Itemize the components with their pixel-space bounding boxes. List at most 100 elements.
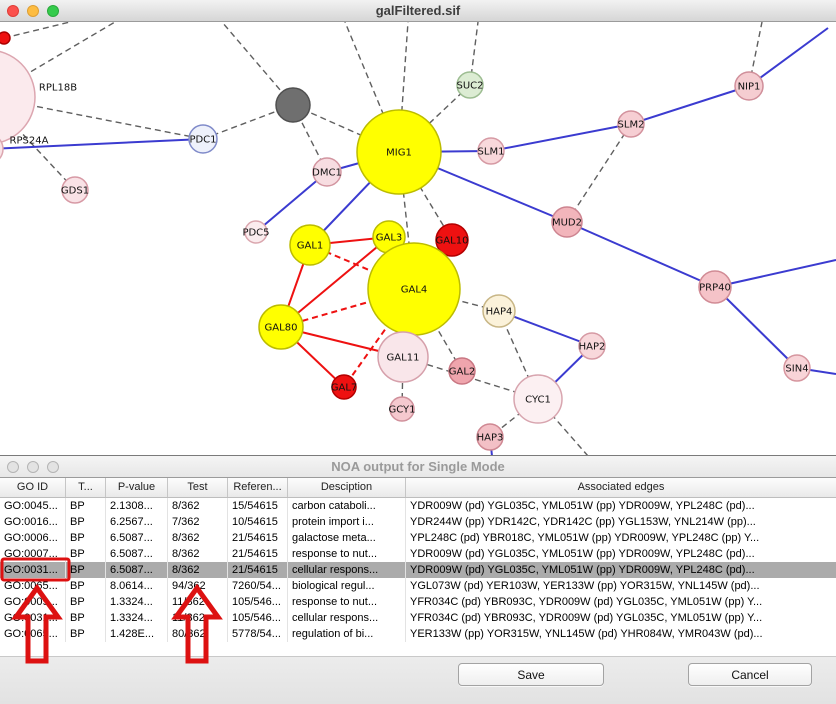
minimize-button[interactable] [27, 5, 39, 17]
graph-edge[interactable] [255, 171, 328, 233]
graph-edge[interactable] [3, 22, 71, 39]
graph-node-label: CYC1 [525, 395, 551, 406]
graph-node-gal11[interactable] [377, 331, 429, 383]
cell-edges: YDR244W (pp) YDR142C, YDR142C (pp) YGL15… [410, 516, 756, 528]
graph-edge[interactable] [280, 236, 390, 328]
graph-edge[interactable] [413, 288, 463, 372]
column-header-5[interactable]: Desciption [288, 478, 406, 497]
noa-window-controls [7, 456, 59, 478]
graph-node-pdc5[interactable] [244, 220, 268, 244]
cell-p: 8.0614... [106, 578, 168, 594]
minimize-button[interactable] [27, 461, 39, 473]
zoom-button[interactable] [47, 5, 59, 17]
graph-node-cyc1[interactable] [513, 374, 563, 424]
graph-node-mud2[interactable] [551, 206, 583, 238]
graph-node-gal10[interactable] [435, 223, 469, 257]
graph-node-sin4[interactable] [783, 354, 811, 382]
cell-ref: 15/54615 [228, 498, 288, 514]
graph-edge[interactable] [398, 151, 453, 241]
graph-edge[interactable] [566, 123, 632, 223]
graph-node-label: MIG1 [386, 148, 412, 159]
graph-edge[interactable] [221, 22, 294, 106]
graph-edge[interactable] [566, 221, 716, 288]
graph-edge[interactable] [748, 27, 829, 87]
graph-edge[interactable] [714, 286, 798, 369]
graph-node-label: DMC1 [312, 168, 342, 179]
graph-edge[interactable] [202, 104, 294, 140]
graph-edge[interactable] [0, 138, 204, 150]
graph-node-tinyred[interactable] [0, 31, 11, 45]
cancel-button[interactable]: Cancel [688, 663, 812, 686]
graph-node-dmc1[interactable] [312, 157, 342, 187]
cell-p: 2.1308... [106, 498, 168, 514]
graph-node-gal7[interactable] [331, 374, 357, 400]
column-header-3[interactable]: Test [168, 478, 228, 497]
cell-go: GO:0009... [0, 594, 66, 610]
cell-ref: 105/546... [228, 594, 288, 610]
column-header-4[interactable]: Referen... [228, 478, 288, 497]
graph-edge[interactable] [630, 85, 750, 125]
graph-node-gcy1[interactable] [389, 396, 415, 422]
graph-edge[interactable] [0, 97, 204, 140]
cell-edges: YFR034C (pd) YBR093C, YDR009W (pd) YGL03… [410, 596, 763, 608]
graph-node-mig1[interactable] [356, 109, 442, 195]
graph-node-label: GAL10 [436, 236, 469, 247]
graph-node-hap4[interactable] [482, 294, 516, 328]
column-header-0[interactable]: GO ID [0, 478, 66, 497]
graph-edge[interactable] [0, 97, 76, 191]
graph-node-prp40[interactable] [698, 270, 732, 304]
column-header-6[interactable]: Associated edges [577, 481, 665, 493]
cell-test: 7/362 [168, 514, 228, 530]
graph-node-darknode[interactable] [275, 87, 311, 123]
noa-window-titlebar[interactable]: NOA output for Single Mode [0, 456, 836, 478]
save-button[interactable]: Save [458, 663, 604, 686]
cell-type: BP [66, 530, 106, 546]
cell-edges: YFR034C (pd) YBR093C, YDR009W (pd) YGL03… [410, 612, 763, 624]
graph-node-slm1[interactable] [477, 137, 505, 165]
graph-edge[interactable] [490, 123, 632, 152]
graph-node-slm2[interactable] [617, 110, 645, 138]
close-button[interactable] [7, 5, 19, 17]
network-canvas[interactable]: RPL18BRPS24AGDS1PDC1DMC1MIG1SUC2SLM1SLM2… [0, 22, 836, 455]
network-window-titlebar[interactable]: galFiltered.sif [0, 0, 836, 22]
column-header-2[interactable]: P-value [106, 478, 168, 497]
cell-go: GO:0065... [0, 578, 66, 594]
graph-node-rpl18b[interactable] [0, 50, 36, 144]
graph-edge[interactable] [714, 259, 836, 288]
graph-node-label: HAP4 [486, 307, 513, 318]
graph-node-suc2[interactable] [456, 71, 484, 99]
close-button[interactable] [7, 461, 19, 473]
graph-node-gal80[interactable] [258, 304, 304, 350]
cell-type: BP [66, 498, 106, 514]
graph-node-label: GAL4 [401, 285, 428, 296]
graph-node-gds1[interactable] [61, 176, 89, 204]
graph-node-label: PDC5 [242, 228, 269, 239]
cell-test: 80/362 [168, 626, 228, 642]
graph-node-nip1[interactable] [734, 71, 764, 101]
graph-node-rps24a[interactable] [0, 134, 4, 164]
graph-node-label: HAP3 [477, 433, 504, 444]
column-header-1[interactable]: T... [66, 478, 106, 497]
graph-node-pdc1[interactable] [188, 124, 218, 154]
graph-node-hap2[interactable] [578, 332, 606, 360]
graph-node-gal2[interactable] [448, 357, 476, 385]
graph-node-hap3[interactable] [476, 423, 504, 451]
cell-type: BP [66, 546, 106, 562]
graph-node-label: RPL18B [39, 83, 77, 94]
zoom-button[interactable] [47, 461, 59, 473]
graph-node-gal1[interactable] [289, 224, 331, 266]
cell-ref: 21/54615 [228, 546, 288, 562]
